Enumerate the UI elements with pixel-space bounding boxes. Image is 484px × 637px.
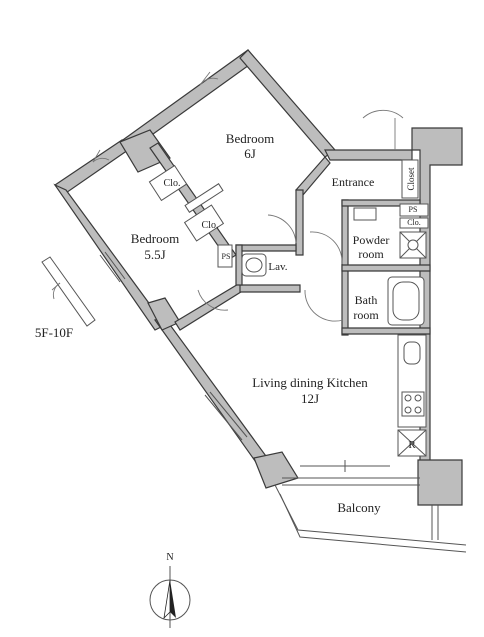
bedroom-second-label: Bedroom [131, 231, 179, 246]
compass-north-label: N [166, 552, 173, 563]
compass-arrow-icon [170, 580, 176, 618]
doors-and-windows [92, 71, 404, 472]
living-size: 12J [301, 391, 319, 406]
pipe-shaft-label-1: PS [409, 205, 418, 214]
lav-label: Lav. [268, 261, 287, 273]
living-label: Living dining Kitchen [252, 375, 368, 390]
balcony-area [274, 477, 467, 553]
closet-label-3: Clo. [407, 218, 421, 227]
bedroom-main-size: 6J [244, 146, 256, 161]
closet-label-1: Clo. [164, 178, 181, 189]
north-compass: N [149, 552, 191, 628]
closets [148, 159, 429, 268]
fixtures [241, 207, 427, 457]
refrigerator-label: R [408, 439, 416, 451]
bedroom-second-size: 5.5J [144, 247, 165, 262]
closet-label: Closet [406, 167, 416, 191]
bedroom-main-label: Bedroom [226, 131, 274, 146]
powder-room-label-line2: room [358, 247, 384, 261]
floor-range-label: 5F-10F [35, 325, 73, 340]
compass-arrow-outline-icon [163, 579, 171, 620]
entrance-label: Entrance [332, 175, 375, 189]
powder-room-label-line1: Powder [353, 233, 390, 247]
pipe-shaft-label-2: PS [222, 252, 231, 261]
balcony-label: Balcony [337, 500, 381, 515]
bath-room-label-line2: room [353, 308, 379, 322]
bath-room-label-line1: Bath [355, 293, 378, 307]
side-window-bar [41, 256, 96, 327]
closet-label-2: Clo. [202, 220, 219, 231]
